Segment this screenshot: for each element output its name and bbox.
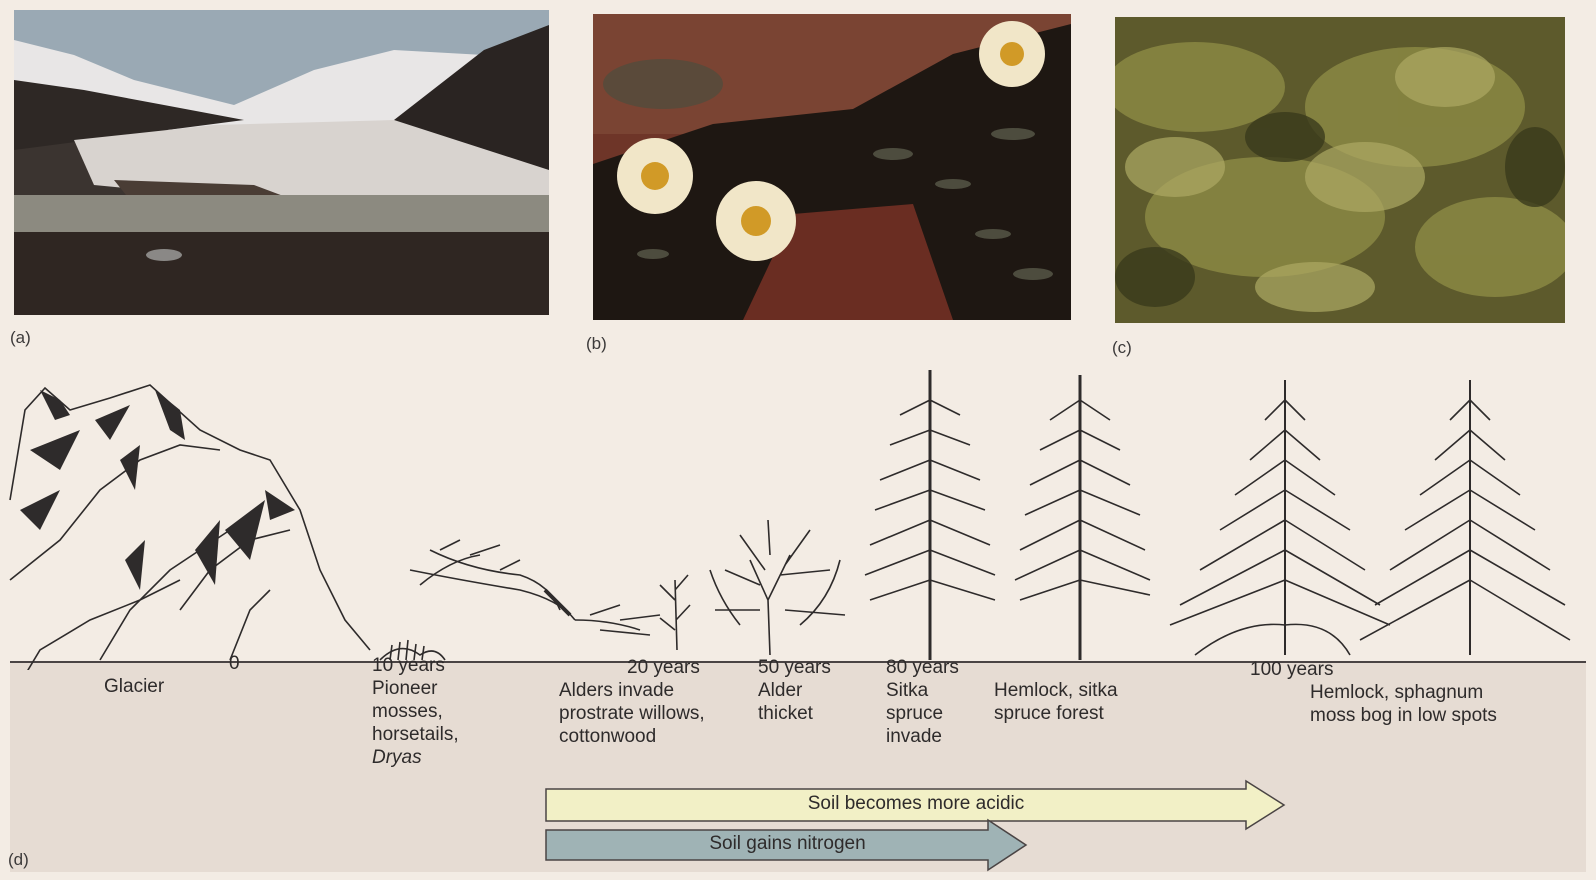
- alder-thicket-illustration: [710, 520, 845, 655]
- stage-line: spruce: [886, 702, 959, 725]
- arrow-soil-acidic-label: Soil becomes more acidic: [546, 793, 1286, 815]
- alder-sapling-illustration: [660, 575, 690, 650]
- panel-label-a: (a): [10, 328, 31, 348]
- panel-label-b: (b): [586, 334, 607, 354]
- stage-line-italic: Dryas: [372, 746, 459, 769]
- label-year-zero: 0: [229, 652, 240, 675]
- sitka-spruce-illustration: [865, 370, 995, 660]
- stage-line: Pioneer: [372, 677, 459, 700]
- stage-100-years: Hemlock, sphagnum moss bog in low spots: [1310, 681, 1497, 727]
- stage-line: mosses,: [372, 700, 459, 723]
- willow-illustration: [410, 540, 660, 635]
- conifer-illustration-2: [1360, 380, 1570, 655]
- stage-line: invade: [886, 725, 959, 748]
- photo-glacier: [14, 10, 549, 315]
- stage-80-years: 80 years Sitka spruce invade: [886, 656, 959, 748]
- arrow-soil-nitrogen: Soil gains nitrogen: [546, 820, 1029, 870]
- stage-line: Alders invade: [559, 679, 705, 702]
- stage-20-years-years: 20 years: [627, 656, 700, 679]
- panel-label-c: (c): [1112, 338, 1132, 358]
- arrow-soil-nitrogen-label: Soil gains nitrogen: [546, 833, 1029, 855]
- label-glacier: Glacier: [104, 675, 164, 698]
- photo-dryas-flowers: [593, 14, 1071, 320]
- stage-years: 10 years: [372, 654, 459, 677]
- conifer-illustration-1: [1170, 380, 1390, 655]
- stage-line: thicket: [758, 702, 831, 725]
- stage-line: Sitka: [886, 679, 959, 702]
- stage-100-years-years: 100 years: [1250, 658, 1333, 681]
- stage-years: 80 years: [886, 656, 959, 679]
- stage-50-years: 50 years Alder thicket: [758, 656, 831, 725]
- panel-label-d: (d): [8, 850, 29, 870]
- stage-line: cottonwood: [559, 725, 705, 748]
- stage-line: Alder: [758, 679, 831, 702]
- photo-moss-forest: [1115, 17, 1565, 323]
- stage-line: horsetails,: [372, 723, 459, 746]
- hemlock-illustration: [1015, 375, 1150, 660]
- stage-line: Hemlock, sphagnum: [1310, 681, 1497, 704]
- stage-line: moss bog in low spots: [1310, 704, 1497, 727]
- stage-line: prostrate willows,: [559, 702, 705, 725]
- stage-line: spruce forest: [994, 702, 1118, 725]
- stage-years: 50 years: [758, 656, 831, 679]
- stage-line: Hemlock, sitka: [994, 679, 1118, 702]
- succession-drawing: [0, 370, 1596, 675]
- mountain-illustration: [10, 385, 370, 670]
- stage-hemlock-sitka: Hemlock, sitka spruce forest: [994, 679, 1118, 725]
- stage-20-years: Alders invade prostrate willows, cottonw…: [559, 679, 705, 748]
- stage-10-years: 10 years Pioneer mosses, horsetails, Dry…: [372, 654, 459, 769]
